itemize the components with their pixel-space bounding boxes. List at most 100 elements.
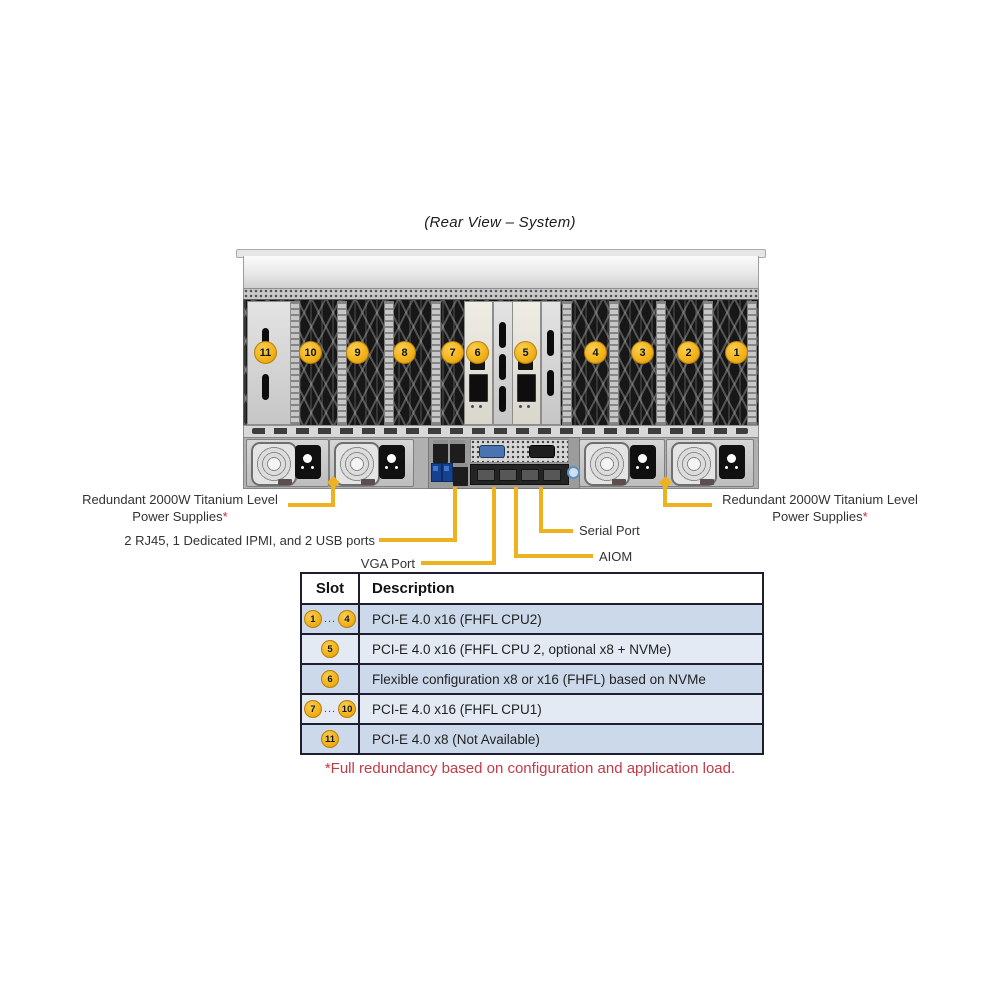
led-dot bbox=[519, 405, 522, 408]
redundancy-footnote: *Full redundancy based on configuration … bbox=[324, 760, 736, 777]
psu-latch bbox=[361, 479, 375, 485]
slot-bracket bbox=[656, 301, 666, 425]
slot-badge: 4 bbox=[338, 610, 357, 628]
network-port bbox=[469, 374, 488, 402]
table-header-slot: Slot bbox=[315, 580, 345, 597]
callout-line-ports bbox=[379, 538, 457, 542]
table-cell-slot: 5 bbox=[302, 635, 358, 663]
vent-cutout bbox=[262, 374, 269, 400]
network-port bbox=[517, 374, 536, 402]
table-row: 11 PCI-E 4.0 x8 (Not Available) bbox=[302, 723, 762, 753]
usb-port-icon bbox=[431, 463, 442, 482]
callout-line-psu-right bbox=[663, 503, 712, 507]
psu-power-inlet bbox=[379, 445, 405, 479]
callout-line-aiom bbox=[514, 487, 518, 558]
ipmi-rj45-port-icon bbox=[453, 463, 468, 486]
table-column-divider bbox=[358, 574, 360, 753]
table-cell-description: Flexible configuration x8 or x16 (FHFL) … bbox=[372, 671, 706, 687]
slot-bracket bbox=[747, 301, 757, 425]
label-psu-right: Redundant 2000W Titanium Level Power Sup… bbox=[700, 491, 940, 525]
slot-bracket bbox=[609, 301, 619, 425]
vent-cutout bbox=[499, 386, 506, 412]
aiom-card bbox=[470, 464, 569, 485]
slot-number-badge: 10 bbox=[299, 341, 322, 364]
slot-number-badge: 1 bbox=[725, 341, 748, 364]
blank-slot-plate bbox=[541, 301, 561, 425]
psu-power-inlet bbox=[630, 445, 656, 479]
label-serial-port: Serial Port bbox=[579, 523, 640, 538]
psu-power-inlet bbox=[719, 445, 745, 479]
table-cell-description: PCI-E 4.0 x8 (Not Available) bbox=[372, 731, 540, 747]
slot-number-badge: 8 bbox=[393, 341, 416, 364]
psu-latch bbox=[700, 479, 714, 485]
psu-fan-grille bbox=[671, 442, 717, 486]
callout-line-ports bbox=[453, 487, 457, 542]
psu-note-asterisk: * bbox=[862, 509, 868, 524]
callout-line-psu-right bbox=[663, 482, 667, 507]
psu-module-3 bbox=[579, 439, 665, 487]
label-aiom: AIOM bbox=[599, 549, 633, 564]
slot-bracket bbox=[431, 301, 441, 425]
slot-number-badge: 5 bbox=[514, 341, 537, 364]
psu-note-asterisk: * bbox=[222, 509, 228, 524]
vent-cutout bbox=[499, 354, 506, 380]
callout-line-vga bbox=[421, 561, 496, 565]
label-psu-left: Redundant 2000W Titanium Level Power Sup… bbox=[60, 491, 300, 525]
table-header-row: Slot Description bbox=[302, 574, 762, 603]
usb-port-icon bbox=[442, 463, 453, 482]
led-dot bbox=[479, 405, 482, 408]
slot-badge: 5 bbox=[321, 640, 339, 658]
blank-slot-plate bbox=[493, 301, 513, 425]
led-dot bbox=[527, 405, 530, 408]
callout-line-vga bbox=[492, 487, 496, 565]
rj45-port-icon bbox=[433, 440, 448, 463]
chassis-top-panel bbox=[243, 256, 759, 288]
table-cell-slot: 6 bbox=[302, 665, 358, 693]
aiom-connector bbox=[521, 469, 539, 481]
slot-bracket bbox=[290, 301, 300, 425]
psu-latch bbox=[278, 479, 292, 485]
slot-number-badge: 2 bbox=[677, 341, 700, 364]
table-cell-slot: 11 bbox=[302, 725, 358, 753]
psu-module-1 bbox=[246, 439, 329, 487]
slot-badge: 10 bbox=[338, 700, 357, 718]
psu-fan-grille bbox=[334, 442, 380, 486]
slot-range-ellipsis: ... bbox=[323, 703, 337, 715]
callout-line-serial bbox=[539, 487, 543, 533]
vent-cutout bbox=[547, 330, 554, 356]
vga-port-icon bbox=[479, 445, 505, 458]
table-row: 5 PCI-E 4.0 x16 (FHFL CPU 2, optional x8 … bbox=[302, 633, 762, 663]
slot-bracket bbox=[384, 301, 394, 425]
slot-range-ellipsis: ... bbox=[323, 613, 337, 625]
callout-line-serial bbox=[539, 529, 573, 533]
label-psu-left-line2: Power Supplies bbox=[132, 509, 223, 524]
slot-number-badge: 9 bbox=[346, 341, 369, 364]
led-dot bbox=[471, 405, 474, 408]
label-psu-right-line1: Redundant 2000W Titanium Level bbox=[722, 492, 918, 507]
table-cell-description: PCI-E 4.0 x16 (FHFL CPU 2, optional x8 +… bbox=[372, 641, 672, 657]
aiom-connector bbox=[477, 469, 495, 481]
slot-badge: 11 bbox=[321, 730, 339, 748]
psu-power-inlet bbox=[295, 445, 321, 479]
callout-line-psu-left bbox=[288, 503, 335, 507]
aiom-connector bbox=[499, 469, 517, 481]
slot-badge: 7 bbox=[303, 700, 322, 718]
label-psu-right-line2: Power Supplies bbox=[772, 509, 863, 524]
slot-bracket bbox=[562, 301, 572, 425]
aiom-connector bbox=[543, 469, 561, 481]
slot-bracket bbox=[337, 301, 347, 425]
slot-number-badge: 6 bbox=[466, 341, 489, 364]
diagram-title: (Rear View – System) bbox=[424, 214, 576, 231]
table-row: 6 Flexible configuration x8 or x16 (FHFL)… bbox=[302, 663, 762, 693]
serial-port-icon bbox=[529, 445, 555, 458]
psu-latch bbox=[612, 479, 626, 485]
psu-module-4 bbox=[666, 439, 754, 487]
slot-bracket bbox=[703, 301, 713, 425]
vent-cutout bbox=[499, 322, 506, 348]
slot-number-badge: 3 bbox=[631, 341, 654, 364]
